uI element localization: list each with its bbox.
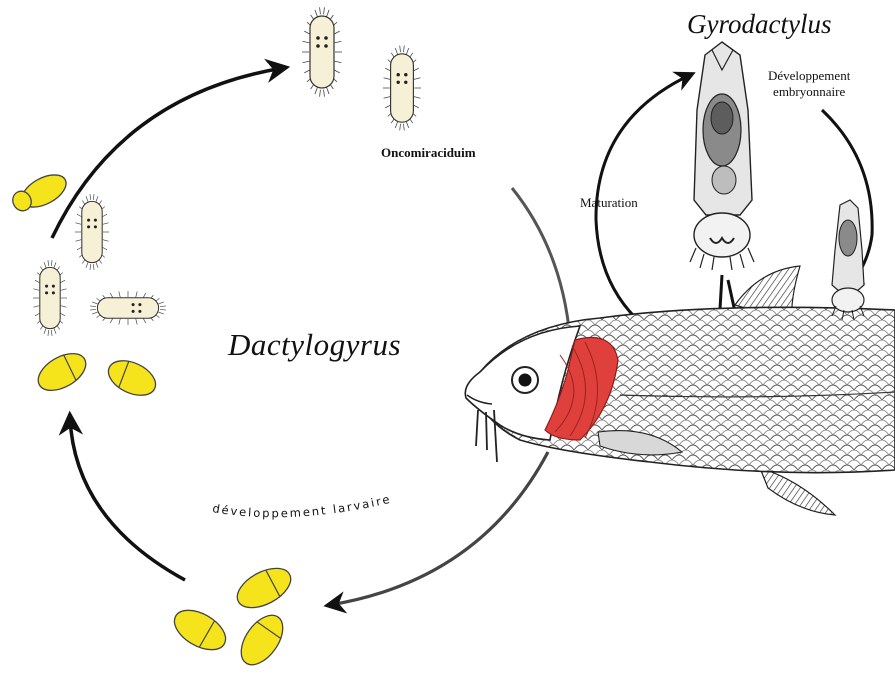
oncomiracidium-larva bbox=[75, 194, 109, 270]
eggs-middle-left bbox=[32, 346, 161, 402]
fish-barbels bbox=[476, 410, 497, 462]
fish-pelvic-fin bbox=[760, 468, 835, 515]
arrow-larval-development bbox=[70, 418, 185, 580]
eggs-top-left bbox=[9, 168, 71, 214]
label-embryonnaire: embryonnaire bbox=[768, 84, 850, 100]
oncomiracidium-larva bbox=[302, 7, 342, 96]
title-gyrodactylus: Gyrodactylus bbox=[687, 10, 831, 40]
oncomiracidium-larva bbox=[383, 46, 421, 131]
oncomiracidium-larva bbox=[33, 260, 67, 336]
arrow-fish-to-eggs bbox=[330, 452, 548, 605]
arrow-oncomiracidium-to-fish bbox=[512, 188, 570, 338]
oncomiracidium-larva bbox=[90, 291, 166, 325]
gyrodactylus-adult bbox=[690, 42, 754, 270]
label-developpement: Développement bbox=[768, 68, 850, 84]
label-maturation: Maturation bbox=[580, 196, 638, 210]
oncomiracidium-larvae bbox=[33, 7, 421, 336]
eggs-bottom bbox=[168, 560, 297, 669]
gyrodactylus-juvenile bbox=[832, 200, 864, 320]
label-developpement-embryonnaire: Développement embryonnaire bbox=[768, 68, 850, 101]
label-oncomiracidium: Oncomiraciduim bbox=[381, 146, 476, 160]
title-dactylogyrus: Dactylogyrus bbox=[228, 328, 401, 362]
fish-host bbox=[465, 266, 895, 515]
